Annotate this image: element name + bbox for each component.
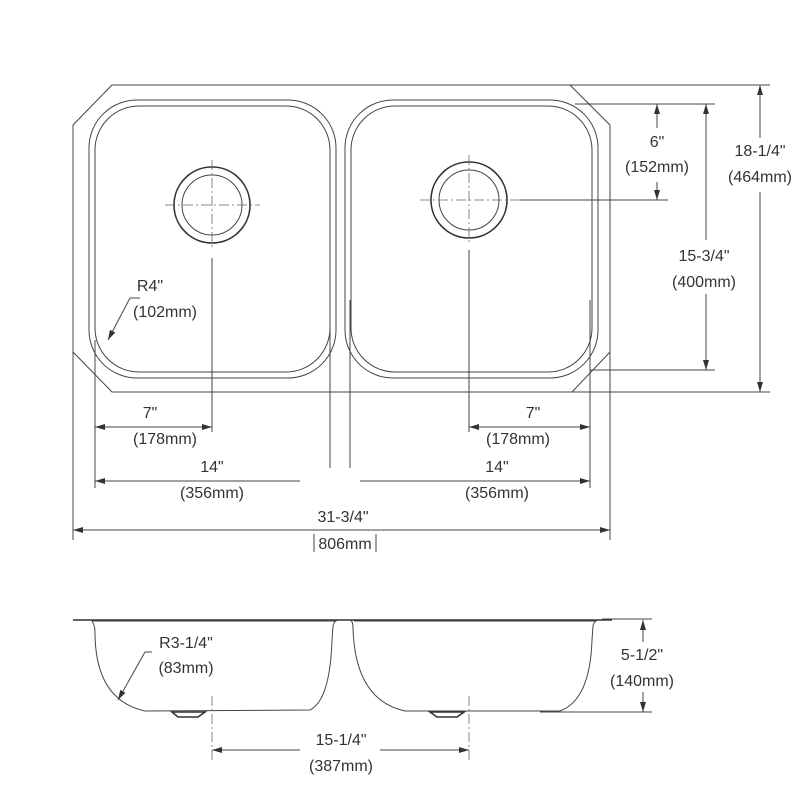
top-view: R4" (102mm) 7" (178mm) 7" (178mm) 14" (3… <box>72 84 796 553</box>
side-radius-label: R3-1/4" <box>159 635 213 652</box>
bowl-length-mm: (400mm) <box>672 274 736 291</box>
depth-mm: (140mm) <box>610 673 674 690</box>
drain-from-back-mm: (152mm) <box>625 159 689 176</box>
side-view: R3-1/4" (83mm) 5-1/2" (140mm) 15-1/4" (3… <box>73 618 681 775</box>
drain-centerlines <box>165 155 520 250</box>
left-bowl-width-mm: (356mm) <box>180 485 244 502</box>
right-bowl-profile <box>349 619 599 712</box>
bowl-length: 15-3/4" <box>678 248 729 265</box>
flange-outline <box>72 84 611 393</box>
drawing-line <box>540 618 652 713</box>
drawing-line <box>211 696 470 760</box>
drawing-line <box>630 128 690 182</box>
radius-label: R4" <box>137 278 163 295</box>
right-drain-offset: 7" <box>526 405 541 422</box>
right-bowl-width-mm: (356mm) <box>465 485 529 502</box>
drain-from-back: 6" <box>650 134 665 151</box>
extension-lines <box>72 84 770 540</box>
drain-spacing-mm: (387mm) <box>309 758 373 775</box>
drawing-line <box>313 534 377 552</box>
right-drain-flange <box>427 711 467 718</box>
drawing-line <box>670 240 742 294</box>
side-radius-mm: (83mm) <box>158 660 213 677</box>
drain-spacing: 15-1/4" <box>315 732 366 749</box>
left-drain-offset: 7" <box>143 405 158 422</box>
left-bowl-width: 14" <box>200 459 223 476</box>
overall-length: 18-1/4" <box>734 143 785 160</box>
drawing-line <box>300 738 380 762</box>
left-bowl-profile <box>91 619 339 712</box>
side-radius-leader <box>117 651 146 701</box>
drawing-line <box>605 642 681 692</box>
left-drain-flange <box>169 711 208 718</box>
right-drain-offset-mm: (178mm) <box>486 431 550 448</box>
overall-length-mm: (464mm) <box>728 169 792 186</box>
drawing-line <box>300 468 360 498</box>
radius-mm: (102mm) <box>133 304 197 321</box>
drawing-line <box>722 138 796 192</box>
radius-leader <box>107 297 131 341</box>
right-bowl-inner <box>350 105 593 373</box>
right-bowl-outer <box>344 99 599 379</box>
overall-width: 31-3/4" <box>317 509 368 526</box>
left-drain-offset-mm: (178mm) <box>133 431 197 448</box>
depth: 5-1/2" <box>621 647 663 664</box>
overall-width-mm: 806mm <box>318 536 371 553</box>
right-bowl-width: 14" <box>485 459 508 476</box>
